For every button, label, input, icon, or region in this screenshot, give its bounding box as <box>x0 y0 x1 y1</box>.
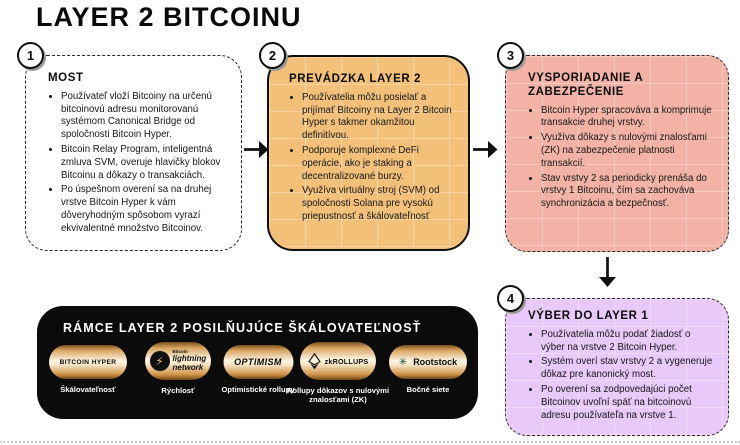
bullet-item: Bitcoin Hyper spracováva a komprimuje tr… <box>541 105 716 131</box>
page-title: LAYER 2 BITCOINU <box>36 2 302 32</box>
lightning-network-brand-small: Bitcoin <box>172 348 188 354</box>
bullet-item: Využíva dôkazy s nulovými znalosťami (ZK… <box>541 132 716 170</box>
framework-lightning-network: ⚡ Bitcoin lightning network Rýchlosť <box>145 342 211 395</box>
frameworks-panel-title: RÁMCE LAYER 2 POSILŇUJÚCE ŠKÁLOVATEĽNOSŤ <box>63 321 422 335</box>
framework-label: Rýchlosť <box>161 386 195 395</box>
frameworks-panel: RÁMCE LAYER 2 POSILŇUJÚCE ŠKÁLOVATEĽNOSŤ… <box>37 306 478 419</box>
step-number-3-label: 3 <box>506 48 515 63</box>
step-number-3: 3 <box>497 42 524 69</box>
step-number-2: 2 <box>259 42 286 69</box>
step-number-4: 4 <box>497 285 524 312</box>
flow-box-withdrawal: VÝBER DO LAYER 1 Používatelia môžu podať… <box>505 298 729 436</box>
flow-box-bridge-heading: MOST <box>48 72 84 84</box>
bullet-item: Využíva virtuálny stroj (SVM) od spoločn… <box>302 185 458 223</box>
framework-rootstock: ✳ Rootstock Bočné siete <box>389 345 467 394</box>
lightning-bolt-icon: ⚡ <box>149 351 170 371</box>
step-number-1: 1 <box>17 42 44 69</box>
flow-box-bridge: MOST Používateľ vloží Bitcoiny na určenú… <box>25 55 242 251</box>
framework-optimism: OPTIMISM Optimistické rollupy <box>221 345 295 394</box>
bottom-section-divider <box>0 441 740 443</box>
bullet-item: Systém overí stav vrstvy 2 a vygeneruje … <box>541 356 716 382</box>
flow-box-bridge-bullets: Používateľ vloží Bitcoiny na určenú bitc… <box>48 91 229 236</box>
arrow-right-icon <box>473 141 498 158</box>
bullet-item: Po úspešnom overení sa na druhej vrstve … <box>61 184 229 235</box>
flow-box-withdrawal-bullets: Používatelia môžu podať žiadosť o výber … <box>528 329 716 423</box>
rootstock-logo-text: Rootstock <box>413 357 458 367</box>
flow-box-layer2-operation-bullets: Používatelia môžu posielať a prijímať Bi… <box>289 92 458 224</box>
bitcoin-hyper-logo-text: BITCOIN HYPER <box>59 358 117 366</box>
flow-box-settlement-heading: VYSPORIADANIE A ZABEZPEČENIE <box>528 72 643 98</box>
flow-box-layer2-operation-heading: PREVÁDZKA LAYER 2 <box>289 73 422 85</box>
bullet-item: Bitcoin Relay Program, inteligentná zmlu… <box>61 144 229 182</box>
zkrollups-logo-text: zkROLLUPS <box>324 356 369 366</box>
bullet-item: Používateľ vloží Bitcoiny na určenú bitc… <box>61 91 229 142</box>
framework-label: Optimistické rollupy <box>221 385 295 394</box>
optimism-logo-badge: OPTIMISM <box>222 345 293 379</box>
framework-label: Rollupy dôkazov s nulovými znalosťami (Z… <box>286 386 390 405</box>
flow-box-withdrawal-heading: VÝBER DO LAYER 1 <box>528 310 649 322</box>
arrow-down-icon <box>599 257 616 287</box>
bullet-item: Používatelia môžu podať žiadosť o výber … <box>541 329 716 355</box>
lightning-network-logo-text: lightning network <box>172 354 207 372</box>
bullet-item: Po overení sa zodpovedajúci počet Bitcoi… <box>541 384 716 422</box>
bullet-item: Stav vrstvy 2 sa periodicky prenáša do v… <box>541 173 716 211</box>
step-number-2-label: 2 <box>268 48 277 63</box>
framework-zkrollups: zkROLLUPS Rollupy dôkazov s nulovými zna… <box>278 342 398 405</box>
ethereum-diamond-icon <box>307 352 321 369</box>
bullet-item: Podporuje komplexné DeFi operácie, ako j… <box>302 145 458 183</box>
bitcoin-hyper-logo-badge: BITCOIN HYPER <box>49 345 127 379</box>
step-number-4-label: 4 <box>506 291 515 306</box>
flow-box-settlement-bullets: Bitcoin Hyper spracováva a komprimuje tr… <box>528 105 716 211</box>
flow-box-settlement: VYSPORIADANIE A ZABEZPEČENIE Bitcoin Hyp… <box>505 55 729 252</box>
framework-label: Škálovateľnosť <box>60 385 116 394</box>
lightning-network-logo-badge: ⚡ Bitcoin lightning network <box>145 342 211 380</box>
framework-bitcoin-hyper: BITCOIN HYPER Škálovateľnosť <box>49 345 127 394</box>
step-number-1-label: 1 <box>26 48 35 63</box>
rootstock-asterisk-icon: ✳ <box>398 356 408 368</box>
zkrollups-logo-badge: zkROLLUPS <box>300 342 376 380</box>
arrow-right-icon <box>244 141 269 158</box>
framework-label: Bočné siete <box>406 385 450 394</box>
bullet-item: Používatelia môžu posielať a prijímať Bi… <box>302 92 458 143</box>
optimism-logo-text: OPTIMISM <box>234 357 282 367</box>
lightning-network-logo-textwrap: Bitcoin lightning network <box>172 348 207 372</box>
rootstock-logo-badge: ✳ Rootstock <box>389 345 467 379</box>
flow-box-layer2-operation: PREVÁDZKA LAYER 2 Používatelia môžu posi… <box>267 55 470 251</box>
